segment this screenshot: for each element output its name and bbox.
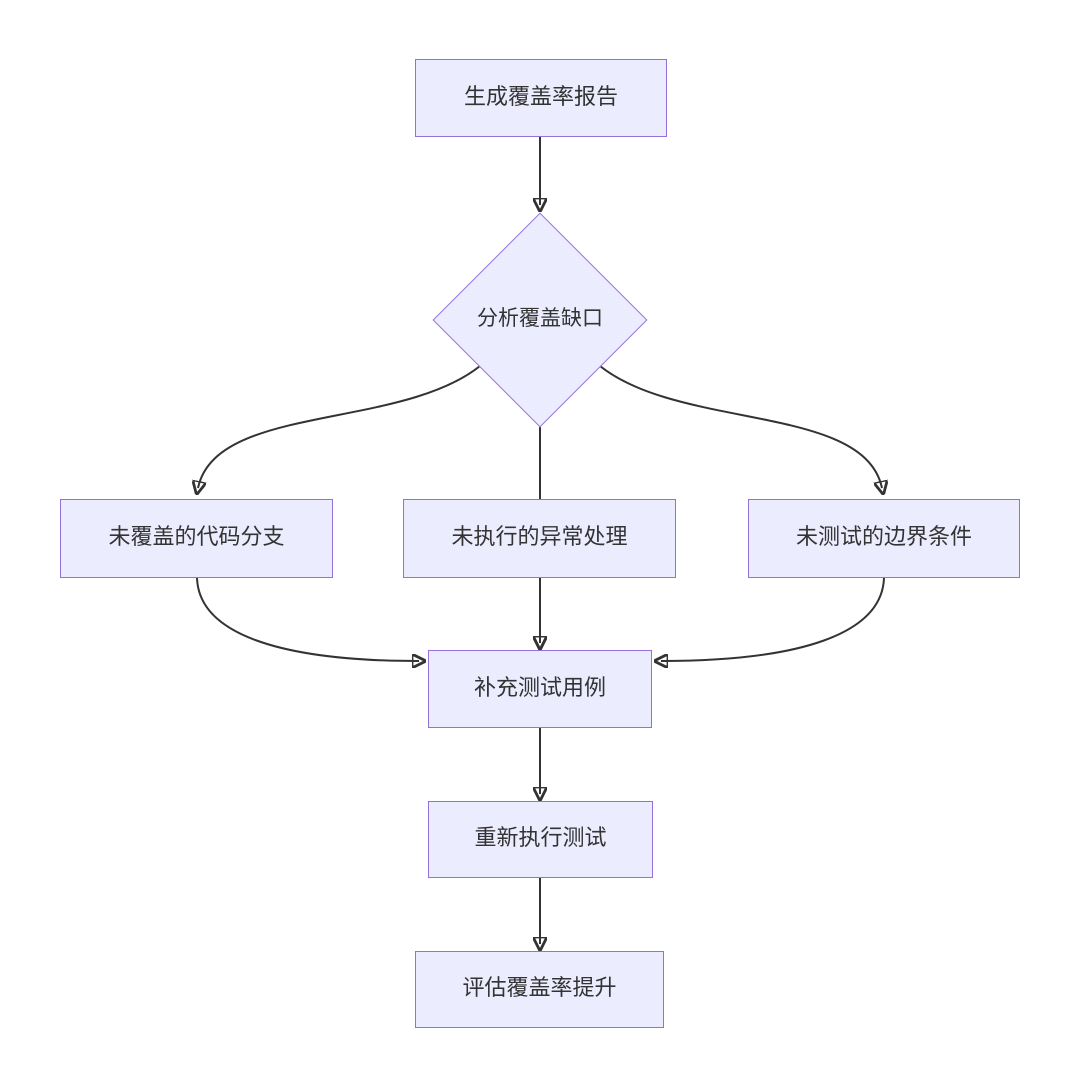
node-generate-report: 生成覆盖率报告 bbox=[415, 59, 667, 137]
edge-analyze-to-uncovered bbox=[198, 365, 481, 488]
node-evaluate-improvement-label: 评估覆盖率提升 bbox=[462, 976, 617, 1002]
edge-analyze-to-untested bbox=[599, 365, 882, 488]
node-evaluate-improvement: 评估覆盖率提升 bbox=[415, 951, 664, 1028]
node-untested-boundary-label: 未测试的边界条件 bbox=[795, 525, 972, 551]
node-unexecuted-exception-label: 未执行的异常处理 bbox=[451, 525, 628, 551]
node-rerun-tests-label: 重新执行测试 bbox=[474, 826, 607, 852]
edge-uncovered-to-add bbox=[196, 577, 419, 661]
node-untested-boundary: 未测试的边界条件 bbox=[748, 499, 1020, 578]
edge-untested-to-add bbox=[661, 577, 885, 661]
node-uncovered-branches-label: 未覆盖的代码分支 bbox=[108, 525, 285, 551]
node-analyze-gaps-label: 分析覆盖缺口 bbox=[477, 306, 603, 330]
node-add-test-cases: 补充测试用例 bbox=[428, 650, 652, 728]
node-generate-report-label: 生成覆盖率报告 bbox=[463, 84, 618, 110]
node-add-test-cases-label: 补充测试用例 bbox=[473, 675, 606, 701]
node-unexecuted-exception: 未执行的异常处理 bbox=[403, 499, 676, 578]
node-rerun-tests: 重新执行测试 bbox=[428, 801, 653, 878]
node-uncovered-branches: 未覆盖的代码分支 bbox=[60, 499, 333, 578]
